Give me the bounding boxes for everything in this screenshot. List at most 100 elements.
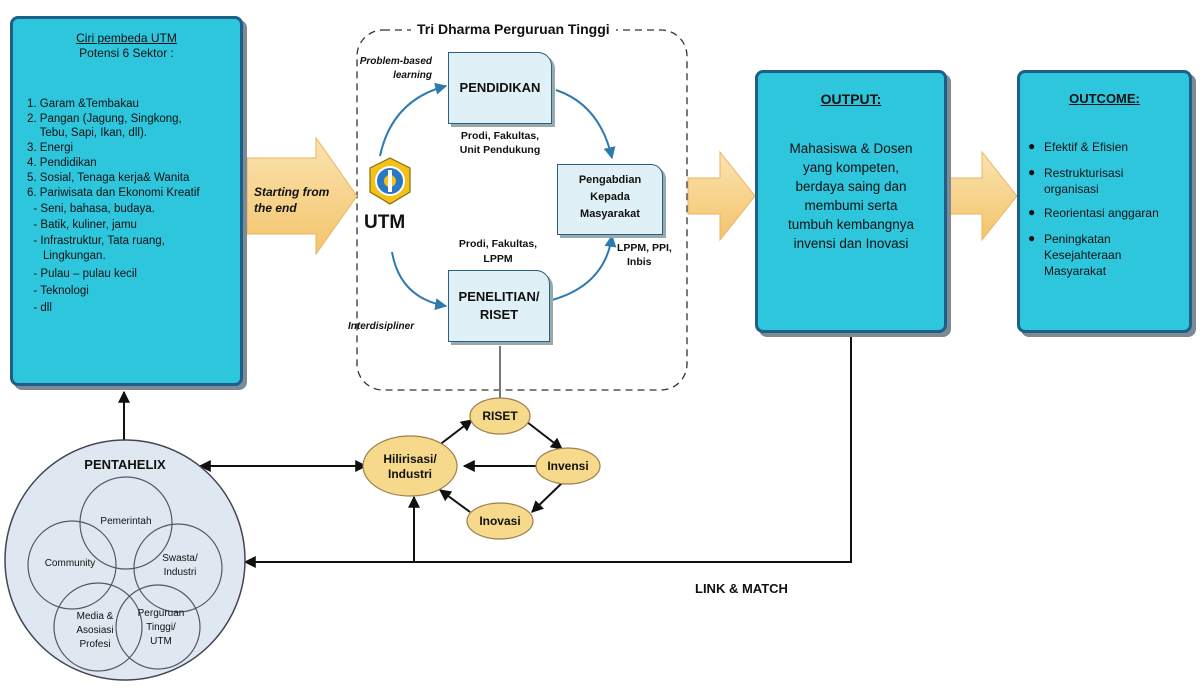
hilirisasi-oval [362, 435, 458, 497]
starting-arrow-line1: Starting from [254, 185, 330, 199]
swasta-line1: Swasta/ [162, 553, 198, 564]
penelitian-to-pengabdian-arrow [551, 234, 617, 301]
pengabdian-line2: Kepada [590, 191, 630, 203]
link-match-line [243, 334, 852, 568]
output-line: invensi dan Inovasi [793, 236, 909, 251]
output-title: OUTPUT: [820, 91, 882, 107]
pengabdian-box [557, 164, 663, 235]
list-item: - Teknologi [27, 285, 89, 297]
swasta-line2: Industri [163, 567, 197, 578]
pengabdian-sub-line1: LPPM, PPI, [617, 242, 672, 254]
output-line: Mahasiswa & Dosen [789, 141, 913, 156]
left-box-title: Ciri pembeda UTM [76, 31, 177, 45]
utm-to-pendidikan-arrow [379, 82, 448, 157]
output-line: berdaya saing dan [795, 179, 907, 194]
penelitian-sub-line2: LPPM [483, 253, 513, 265]
utm-to-penelitian-arrow [391, 251, 448, 311]
pendidikan-to-pengabdian-arrow [555, 89, 616, 160]
ciri-pembeda-box: Ciri pembeda UTM Potensi 6 Sektor : 1. G… [10, 16, 243, 386]
list-item: 2. Pangan (Jagung, Singkong, [27, 113, 182, 125]
list-item: - Pulau – pulau kecil [27, 268, 137, 280]
inovasi-oval [466, 502, 534, 540]
output-line: tumbuh kembangnya [787, 217, 915, 232]
pendidikan-box [448, 52, 552, 124]
list-item: 1. Garam &Tembakau [27, 98, 139, 110]
list-item: 3. Energi [27, 142, 74, 154]
list-item: - Infrastruktur, Tata ruang, [27, 235, 165, 247]
hilirisasi-line1: Hilirisasi/ [383, 452, 437, 466]
bullet-icon: ● [1028, 139, 1036, 153]
media-line1: Media & [76, 611, 114, 622]
output-box: OUTPUT: Mahasiswa & Dosen yang kompeten,… [755, 70, 947, 333]
utm-label: UTM [364, 212, 406, 233]
pentahelix-title: PENTAHELIX [84, 457, 166, 472]
list-item: - Seni, bahasa, budaya. [27, 203, 155, 215]
community-circle [27, 520, 117, 610]
penelitian-sub-line1: Prodi, Fakultas, [458, 238, 538, 250]
bullet-icon: ● [1028, 165, 1036, 179]
inovasi-label: Inovasi [479, 514, 521, 528]
pengabdian-line3: Masyarakat [580, 208, 640, 220]
invensi-to-inovasi-arrow [531, 482, 563, 513]
bullet-icon: ● [1028, 231, 1036, 245]
tri-dharma-title: Tri Dharma Perguruan Tinggi [411, 21, 616, 37]
output-line: yang kompeten, [802, 160, 900, 175]
community-label: Community [44, 558, 96, 569]
riset-oval [469, 397, 531, 435]
list-item: 6. Pariwisata dan Ekonomi Kreatif [27, 187, 200, 199]
outcome-item: Peningkatan [1044, 232, 1111, 246]
bullet-icon: ● [1028, 205, 1036, 219]
inovasi-to-hilirisasi-arrow [439, 489, 471, 513]
outcome-item: Reorientasi anggaran [1044, 206, 1159, 220]
list-item: 5. Sosial, Tenaga kerja& Wanita [27, 172, 190, 184]
pentahelix-oval [4, 439, 246, 681]
pendidikan-label: PENDIDIKAN [459, 80, 541, 95]
outcome-item: Efektif & Efisien [1044, 140, 1129, 154]
list-item: Lingkungan. [27, 250, 106, 262]
penelitian-line2: RISET [479, 307, 519, 322]
outcome-title: OUTCOME: [1069, 91, 1140, 106]
outcome-item: Masyarakat [1044, 264, 1107, 278]
utm-logo-icon [369, 157, 411, 205]
outcome-box: OUTCOME: ● Efektif & Efisien ● Restruktu… [1017, 70, 1192, 333]
hilirisasi-line2: Industri [388, 467, 432, 481]
perguruan-circle [115, 584, 201, 670]
problem-based-line1: Problem-based [359, 56, 432, 67]
starting-arrow-line2: the end [254, 201, 297, 215]
perguruan-line2: Tinggi/ [146, 622, 176, 633]
hilirisasi-to-riset-arrow [437, 419, 473, 447]
outcome-item: organisasi [1044, 182, 1099, 196]
swasta-circle [133, 523, 223, 613]
pengabdian-line1: Pengabdian [578, 174, 642, 186]
outcome-item: Kesejahteraan [1044, 248, 1122, 262]
penelitian-box [448, 270, 550, 342]
list-item: 4. Pendidikan [27, 157, 97, 169]
interdisipliner-label: Interdisipliner [348, 321, 415, 332]
to-outcome-arrow [949, 150, 1018, 242]
pendidikan-sub-line2: Unit Pendukung [459, 144, 541, 156]
perguruan-line1: Perguruan [137, 608, 185, 619]
media-line2: Asosiasi [76, 625, 114, 636]
media-circle [53, 582, 143, 672]
to-output-arrow [687, 150, 756, 242]
riset-label: RISET [482, 409, 518, 423]
list-item: - dll [27, 302, 52, 314]
pengabdian-sub-line2: Inbis [627, 256, 652, 268]
list-item: Tebu, Sapi, Ikan, dll). [27, 127, 147, 139]
penelitian-line1: PENELITIAN/ [458, 289, 540, 304]
outcome-item: Restrukturisasi [1044, 166, 1124, 180]
left-box-subtitle: Potensi 6 Sektor : [79, 46, 174, 60]
riset-to-invensi-arrow [526, 421, 563, 450]
link-match-label: LINK & MATCH [695, 581, 788, 596]
pemerintah-circle [79, 476, 173, 570]
pendidikan-sub-line1: Prodi, Fakultas, [460, 130, 540, 142]
output-line: membumi serta [804, 198, 898, 213]
invensi-oval [535, 447, 601, 485]
problem-based-line2: learning [393, 70, 432, 81]
invensi-label: Invensi [547, 459, 589, 473]
starting-arrow-shape [246, 136, 358, 256]
pemerintah-label: Pemerintah [100, 516, 152, 527]
perguruan-line3: UTM [150, 636, 172, 647]
media-line3: Profesi [79, 639, 111, 650]
